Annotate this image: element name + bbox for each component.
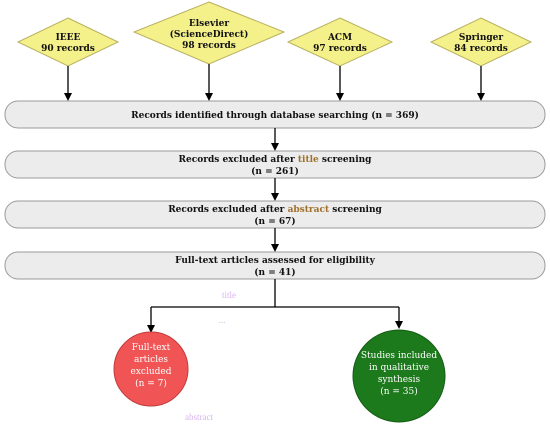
excluded-count: (n = 7) (135, 378, 167, 389)
faint-text-dots: ... (219, 315, 226, 325)
split-connector (147, 279, 403, 333)
stage-fulltext-count: (n = 41) (254, 267, 295, 278)
outcome-excluded: Full-text articles excluded (n = 7) (113, 331, 189, 407)
faint-text-abstract: abstract (185, 412, 213, 422)
stage-abstract-count: (n = 67) (254, 216, 295, 227)
included-line-3: synthesis (378, 375, 421, 385)
stage-title-screening: Records excluded after title screening (… (4, 150, 546, 179)
stage-title-count: (n = 261) (251, 166, 299, 177)
outcome-included: Studies included in qualitative synthesi… (352, 329, 446, 423)
source-springer-name: Springer (459, 33, 504, 43)
source-ieee-name: IEEE (56, 33, 81, 43)
stage-abstract-screening: Records excluded after abstract screenin… (4, 200, 546, 229)
source-ieee: IEEE 90 records (16, 17, 120, 67)
source-springer: Springer 84 records (429, 17, 533, 67)
source-acm-name: ACM (327, 33, 352, 43)
included-count: (n = 35) (380, 386, 418, 397)
stage-title-text: Records excluded after title screening (179, 155, 373, 165)
included-line-1: Studies included (361, 351, 438, 361)
stage-identified-text: Records identified through database sear… (131, 110, 419, 121)
stage-fulltext: Full-text articles assessed for eligibil… (4, 251, 546, 280)
source-acm: ACM 97 records (286, 17, 394, 67)
excluded-line-3: excluded (131, 367, 172, 377)
source-elsevier: Elsevier (ScienceDirect) 98 records (132, 1, 286, 65)
source-acm-records: 97 records (313, 44, 367, 54)
stage-identified: Records identified through database sear… (4, 100, 546, 129)
source-elsevier-name-sub: (ScienceDirect) (170, 29, 249, 40)
included-line-2: in qualitative (369, 363, 429, 373)
source-springer-records: 84 records (454, 44, 508, 54)
stage-abstract-text: Records excluded after abstract screenin… (168, 205, 382, 215)
source-ieee-records: 90 records (41, 44, 95, 54)
stage-fulltext-text: Full-text articles assessed for eligibil… (175, 256, 376, 266)
source-elsevier-name: Elsevier (189, 19, 229, 29)
excluded-line-1: Full-text (132, 343, 171, 353)
faint-text-title: title (222, 290, 236, 300)
excluded-line-2: articles (134, 355, 168, 365)
source-elsevier-records: 98 records (182, 41, 236, 51)
